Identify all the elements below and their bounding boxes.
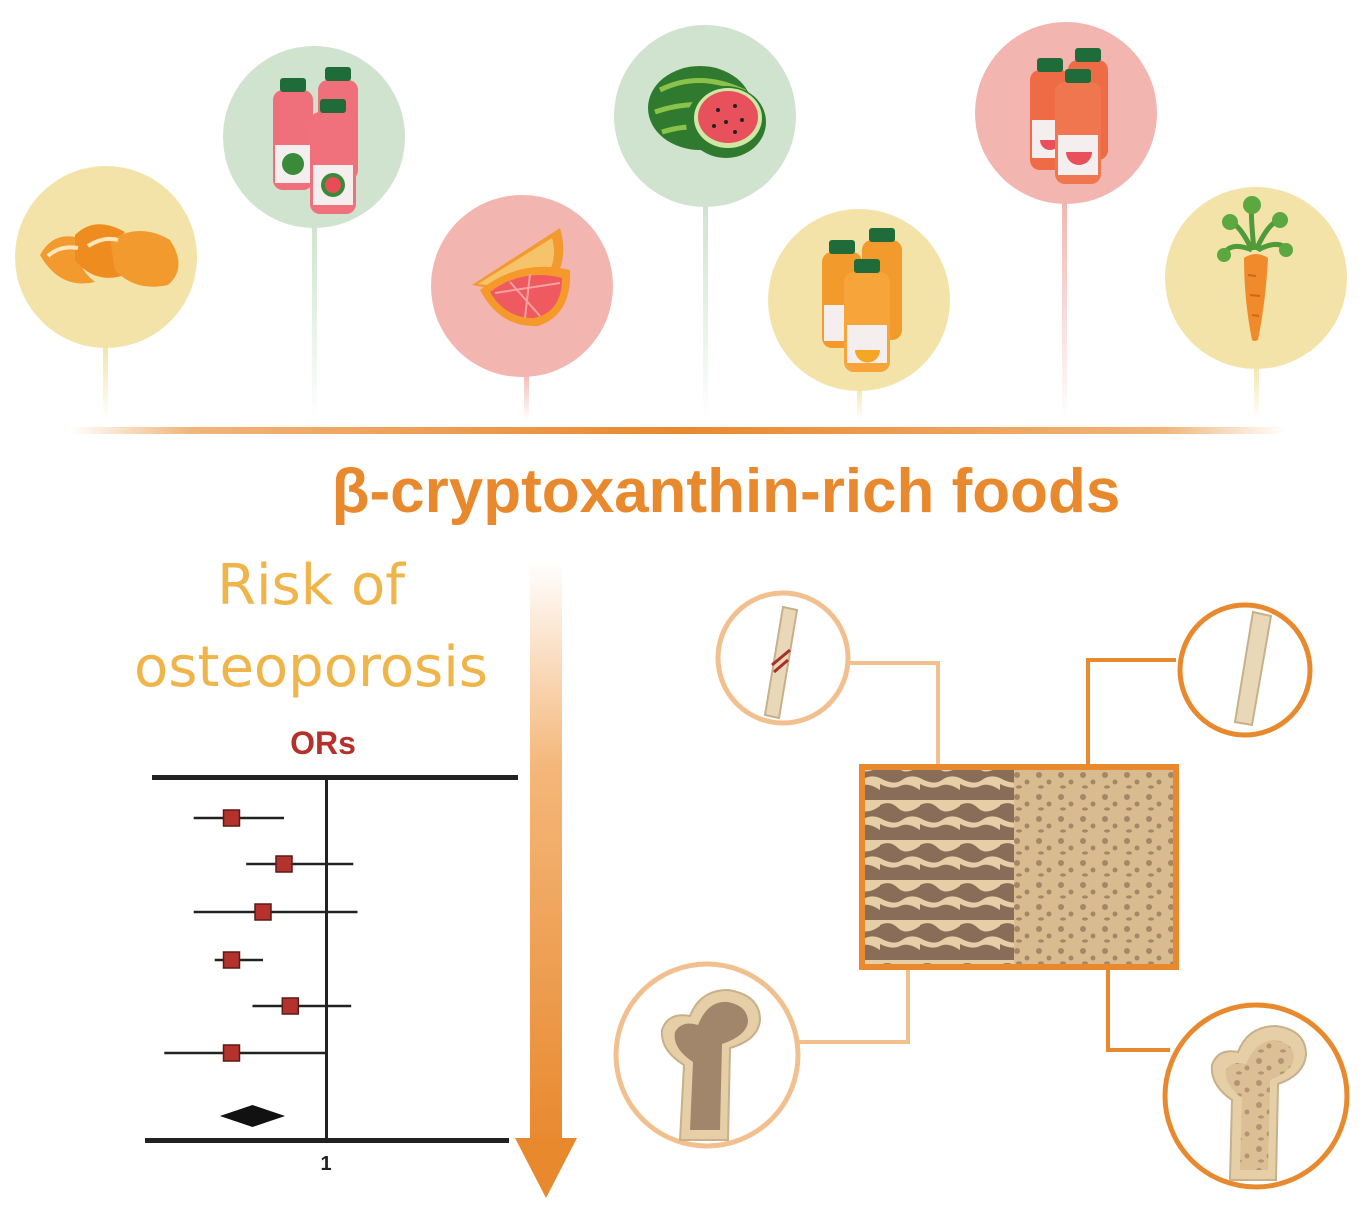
food-orange-juice xyxy=(768,209,950,391)
grapefruit-slice-icon xyxy=(472,228,571,327)
forest-marks xyxy=(164,809,358,1127)
dense-femur-circle xyxy=(613,961,801,1149)
stem-watermelon-juice xyxy=(312,225,317,420)
watermelon-icon xyxy=(648,66,766,158)
orange-peel-icon xyxy=(40,224,179,287)
carrot-icon xyxy=(1217,196,1293,341)
x-tick-label: 1 xyxy=(320,1153,331,1175)
ors-label: ORs xyxy=(290,725,356,761)
food-watermelon-juice xyxy=(223,46,405,228)
connector-top-right xyxy=(1086,658,1176,768)
risk-label-line2: osteoporosis xyxy=(134,635,488,700)
bone-texture-box xyxy=(859,764,1179,970)
stem-carrot xyxy=(1254,362,1259,420)
orange-juice-bottles-icon xyxy=(822,228,902,372)
stem-grapefruit xyxy=(524,370,529,420)
forest-top-line xyxy=(152,775,518,780)
bone-comparison xyxy=(613,590,1350,1190)
fractured-bone-circle xyxy=(715,590,851,726)
forest-plot: ORs 1 xyxy=(145,725,518,1175)
porous-femur-circle xyxy=(1162,1002,1350,1190)
pooled-diamond xyxy=(219,1105,286,1127)
food-circles xyxy=(15,22,1347,391)
grapefruit-juice-bottles-icon xyxy=(1030,48,1108,184)
forest-bottom-line xyxy=(145,1138,509,1143)
or-marker-2 xyxy=(275,855,293,873)
healthy-bone-icon xyxy=(1233,610,1273,727)
stem-orange-juice xyxy=(857,385,862,420)
food-watermelon xyxy=(614,25,796,207)
stem-grapefruit-juice xyxy=(1062,200,1067,420)
foods-baseline xyxy=(70,427,1285,434)
food-grapefruit xyxy=(431,195,613,377)
or-marker-6 xyxy=(222,1044,241,1062)
connector-bottom-left xyxy=(798,968,910,1044)
main-title: β-cryptoxanthin-rich foods xyxy=(332,457,1121,526)
healthy-bone-circle xyxy=(1177,602,1313,738)
or-marker-3 xyxy=(254,903,272,921)
fractured-bone-icon xyxy=(763,605,799,720)
food-carrot xyxy=(1165,187,1347,369)
risk-decrease-arrow xyxy=(515,562,577,1198)
or-marker-4 xyxy=(222,951,241,969)
connector-top-left xyxy=(850,661,940,768)
watermelon-juice-bottles-icon xyxy=(273,67,358,214)
reference-line xyxy=(325,780,328,1138)
risk-label-line1: Risk of xyxy=(217,553,406,618)
connector-bottom-right xyxy=(1106,968,1170,1052)
stem-watermelon xyxy=(703,205,708,420)
food-orange-peel xyxy=(15,166,197,348)
stem-orange-peel xyxy=(103,345,108,420)
food-grapefruit-juice xyxy=(975,22,1157,204)
or-marker-1 xyxy=(222,809,241,827)
food-stems xyxy=(103,200,1259,420)
or-marker-5 xyxy=(281,997,300,1015)
